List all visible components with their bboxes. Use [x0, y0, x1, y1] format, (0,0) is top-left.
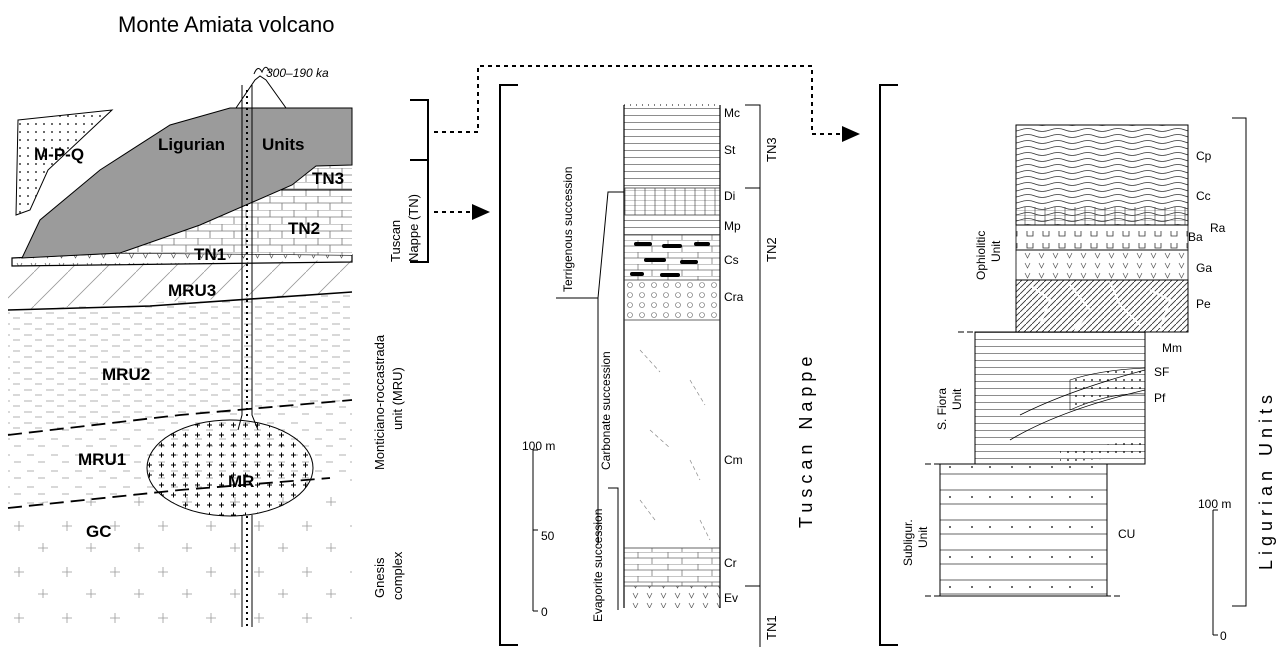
label-cr: Cr [724, 556, 737, 570]
label-ba: Ba [1188, 230, 1203, 244]
mpq-label: M-P-Q [34, 145, 84, 164]
label-cc: Cc [1196, 189, 1211, 203]
layer-di [624, 188, 720, 215]
mpq-deposit [15, 109, 114, 216]
mru1-label: MRU1 [78, 450, 126, 469]
age-label: 300–190 ka [266, 66, 329, 80]
layer-ga [1015, 249, 1189, 281]
scale-100m: 100 m [522, 439, 555, 453]
tn-bracket [410, 159, 429, 263]
layer-st [624, 105, 720, 188]
label-st: St [724, 143, 736, 157]
layer-pe [1015, 279, 1189, 333]
tn1-label: TN1 [194, 245, 226, 264]
label-cm: Cm [724, 453, 743, 467]
layer-ev [624, 586, 720, 608]
tn2-label: TN2 [288, 219, 320, 238]
label-ga: Ga [1196, 261, 1212, 275]
label-ev: Ev [724, 591, 738, 605]
mru2-layer [8, 292, 352, 435]
ligurian-units-title: Ligurian Units [1256, 390, 1276, 570]
mr-pluton [146, 419, 314, 517]
label-pe: Pe [1196, 297, 1211, 311]
ophiolitic-1: Ophiolitic [974, 231, 988, 280]
label-cra: Cra [724, 290, 744, 304]
ligurian-column-bracket [879, 84, 898, 646]
cross-section: M-P-Q Ligurian Units TN3 TN2 TN1 MRU3 MR… [7, 66, 353, 627]
evaporite-succession: Evaporite succession [591, 509, 605, 622]
scale-0: 0 [541, 605, 548, 619]
layer-cu [939, 463, 1108, 597]
layer-cra [624, 280, 720, 320]
label-cu: CU [1118, 527, 1135, 541]
sfiora-1: S. Fiora [935, 388, 949, 430]
ligurian-scale-bar [1212, 509, 1218, 636]
group-tn1: TN1 [764, 615, 779, 640]
layer-mp [624, 215, 720, 235]
tuscan-column-bracket [499, 84, 518, 646]
gnesis-side-2: complex [390, 551, 405, 600]
carbonate-succession: Carbonate succession [599, 351, 613, 470]
label-ra: Ra [1210, 221, 1226, 235]
volcano-cone [235, 75, 287, 109]
figure-title: Monte Amiata volcano [118, 12, 334, 37]
ligurian-body [21, 107, 353, 259]
label-pf: Pf [1154, 391, 1166, 405]
eruption-plume [253, 66, 271, 75]
layer-ra [1016, 207, 1188, 225]
label-cs: Cs [724, 253, 739, 267]
tn2-tn3-layer [120, 165, 352, 255]
mru3-label: MRU3 [168, 281, 216, 300]
mru-side-2: unit (MRU) [390, 367, 405, 430]
tn3-label: TN3 [312, 169, 344, 188]
sfiora-2: Unit [950, 388, 964, 410]
group-tn3: TN3 [764, 137, 779, 162]
layer-pf [1069, 367, 1146, 411]
tuscan-nappe-side-1: Tuscan [388, 220, 403, 262]
terrigenous-succession: Terrigenous succession [561, 167, 575, 292]
ophiolitic-2: Unit [989, 240, 1003, 262]
ligurian-label: Ligurian [158, 135, 225, 154]
scale-bar [532, 449, 538, 612]
label-mp: Mp [724, 219, 741, 233]
ligurian-column: Cp Cc Ra Ba Ga Pe Mm SF Pf CU Ophiolitic… [879, 84, 1276, 646]
tuscan-column: Mc St Di Mp Cs Cra Cm Cr Ev TN3 TN2 TN1 … [499, 84, 816, 647]
chert-nodules [630, 242, 710, 277]
mru2-label: MRU2 [102, 365, 150, 384]
layer-ba [1015, 224, 1189, 251]
label-cp: Cp [1196, 149, 1212, 163]
subligur-2: Unit [916, 526, 930, 548]
mru-side-1: Monticiano-roccastrada [372, 334, 387, 470]
layer-cr [624, 548, 720, 586]
gc-label: GC [86, 522, 112, 541]
label-mm: Mm [1162, 341, 1182, 355]
group-tn2: TN2 [764, 237, 779, 262]
tuscan-nappe-title: Tuscan Nappe [796, 352, 816, 528]
units-label: Units [262, 135, 305, 154]
gc-layer [8, 475, 352, 627]
mr-label: MR [228, 472, 254, 491]
scale-50: 50 [541, 529, 555, 543]
ligurian-scale-100m: 100 m [1198, 497, 1231, 511]
label-sf: SF [1154, 365, 1169, 379]
label-di: Di [724, 189, 735, 203]
tn-bracket-top [410, 99, 429, 161]
ligurian-scale-0: 0 [1220, 629, 1227, 643]
tuscan-nappe-side-2: Nappe (TN) [406, 194, 421, 262]
mru3-layer [8, 260, 352, 310]
label-mc: Mc [724, 106, 740, 120]
gnesis-side-1: Gnesis [372, 557, 387, 598]
left-side-labels: Tuscan Nappe (TN) Monticiano-roccastrada… [372, 99, 429, 600]
layer-cm [624, 320, 720, 548]
subligur-1: Subligur. [901, 519, 915, 566]
